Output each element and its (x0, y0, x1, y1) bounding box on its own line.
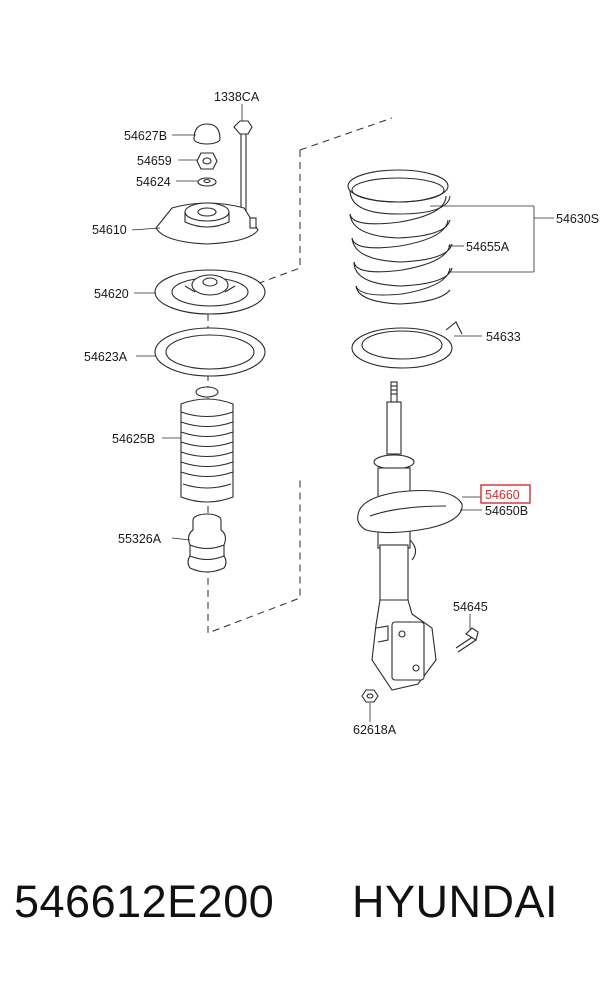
nut-62618A (361, 689, 379, 703)
label-54610: 54610 (92, 223, 127, 237)
spring-pad-54623A (154, 327, 266, 377)
dust-boot-54625B (180, 386, 234, 503)
label-54625B: 54625B (112, 432, 155, 446)
label-54623A: 54623A (84, 350, 128, 364)
label-54627B: 54627B (124, 129, 167, 143)
strut-54660 (357, 381, 463, 691)
coil-spring-54655A (347, 169, 453, 305)
label-54630S: 54630S (556, 212, 599, 226)
label-54655A: 54655A (466, 240, 510, 254)
bolt-54645 (455, 627, 479, 653)
label-54633: 54633 (486, 330, 521, 344)
label-54624: 54624 (136, 175, 171, 189)
bearing-54620 (154, 269, 266, 315)
label-54645: 54645 (453, 600, 488, 614)
highlight-box-54660 (480, 484, 531, 504)
leader-lines (131, 104, 554, 722)
cap-54627B (193, 123, 221, 145)
washer-54624 (197, 177, 217, 187)
label-54659: 54659 (137, 154, 172, 168)
label-54660: 54660 (485, 488, 520, 502)
label-54650B: 54650B (485, 504, 528, 518)
label-62618A: 62618A (353, 723, 397, 737)
label-54620: 54620 (94, 287, 129, 301)
label-1338CA: 1338CA (214, 90, 260, 104)
assembly-dashed-outline (207, 150, 301, 634)
bump-stop-55326A (187, 513, 227, 573)
strut-mount-54610 (155, 202, 259, 245)
brand-caption: HYUNDAI (352, 876, 559, 927)
part-number-caption: 546612E200 (14, 876, 275, 927)
nut-54659 (196, 152, 218, 170)
label-55326A: 55326A (118, 532, 162, 546)
spring-seat-54633 (351, 321, 463, 369)
assembly-dashed-outline-right (299, 117, 393, 151)
